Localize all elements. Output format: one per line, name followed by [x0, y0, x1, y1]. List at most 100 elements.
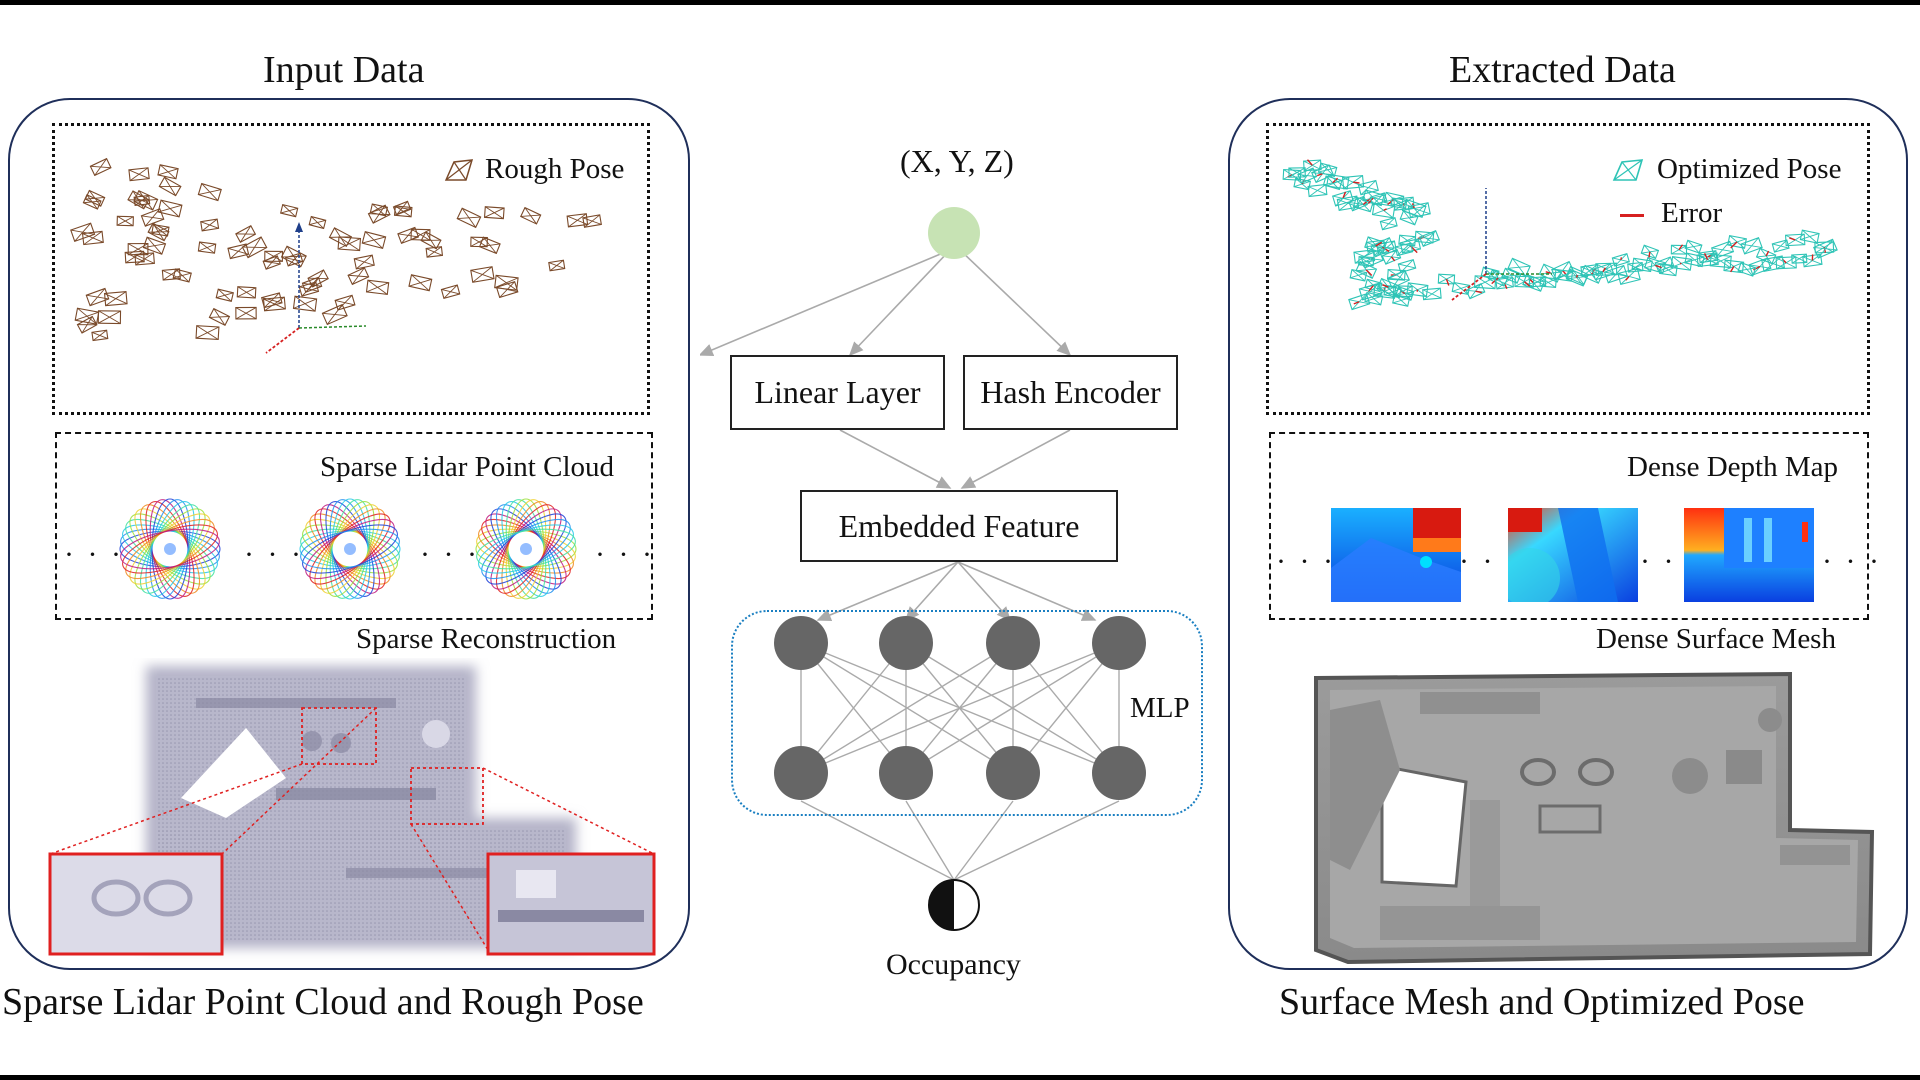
depth-ellipsis-2: · · · — [1459, 545, 1519, 578]
rough-pose-camera — [334, 294, 356, 311]
optimized-pose-label: Optimized Pose — [1657, 153, 1842, 185]
optimized-pose-camera — [1775, 256, 1797, 270]
error-segment — [1383, 208, 1387, 212]
rough-pose-camera — [133, 194, 151, 207]
rough-pose-camera — [582, 214, 602, 228]
optimized-pose-camera — [1317, 162, 1338, 178]
error-segment — [1648, 251, 1651, 258]
mlp-connection — [1012, 642, 1120, 774]
error-segment — [1655, 264, 1662, 269]
rough-pose-camera — [70, 222, 96, 242]
error-segment — [1753, 265, 1761, 271]
rough-pose-camera — [85, 287, 110, 307]
rough-pose-camera — [91, 329, 109, 342]
optimized-pose-camera — [1336, 195, 1360, 211]
lidar-ellipsis-2: · · · — [244, 538, 304, 571]
depth-map-box — [1269, 432, 1869, 620]
optimized-pose-camera — [1293, 177, 1311, 191]
mlp-group-box — [731, 610, 1203, 816]
dense-mesh-label: Dense Surface Mesh — [1596, 623, 1836, 655]
optimized-pose-camera — [1348, 293, 1371, 311]
mlp-label: MLP — [1130, 692, 1190, 724]
error-segment — [1602, 267, 1607, 273]
depth-ellipsis-4: · · · — [1822, 545, 1882, 578]
rough-pose-camera — [470, 266, 495, 283]
sparse-reconstruction-image — [48, 666, 656, 956]
rough-pose-camera — [195, 325, 220, 341]
rough-pose-camera — [116, 215, 134, 227]
rough-pose-camera — [227, 243, 250, 260]
rough-pose-label: Rough Pose — [485, 153, 625, 185]
error-segment — [1765, 250, 1770, 257]
lidar-ring — [476, 528, 576, 570]
rough-pose-camera — [328, 227, 353, 248]
rough-pose-camera — [235, 225, 257, 244]
extracted-data-panel — [1228, 98, 1908, 970]
rough-pose-camera — [161, 268, 181, 281]
occupancy-label: Occupancy — [886, 948, 1021, 981]
optimized-pose-camera — [1393, 285, 1413, 298]
mlp-connection — [905, 642, 1120, 774]
optimized-pose-camera — [1418, 230, 1441, 247]
rough-pose-camera — [262, 296, 286, 312]
optimized-pose-camera — [1357, 179, 1379, 196]
rough-pose-camera — [425, 246, 444, 258]
lidar-center — [520, 543, 532, 555]
left-panel-caption: Sparse Lidar Point Cloud and Rough Pose — [2, 981, 644, 1023]
optimized-pose-camera — [1307, 183, 1328, 198]
rough-pose-camera — [208, 307, 231, 327]
rough-pose-camera — [440, 284, 461, 300]
error-legend-line — [1620, 214, 1644, 217]
optimized-pose-camera — [1394, 242, 1414, 257]
rough-pose-camera — [470, 236, 488, 248]
optimized-pose-box — [1266, 123, 1870, 415]
rough-pose-camera — [158, 176, 182, 197]
rough-pose-camera — [337, 236, 362, 252]
rough-pose-camera — [142, 236, 167, 255]
lidar-ellipsis-1: · · · — [64, 538, 124, 571]
rough-pose-camera — [301, 276, 323, 293]
optimized-pose-camera — [1640, 244, 1660, 260]
optimized-pose-camera — [1737, 262, 1757, 277]
bottom-border-bar — [0, 1075, 1920, 1080]
rough-pose-camera — [367, 204, 391, 224]
error-segment — [1287, 174, 1293, 178]
error-segment — [1620, 257, 1623, 261]
rough-pose-camera — [478, 236, 501, 255]
error-segment — [1400, 290, 1406, 295]
error-segment — [1306, 159, 1313, 166]
axis-y — [298, 325, 367, 329]
mlp-node-l2-3 — [986, 746, 1040, 800]
optimized-pose-camera — [1580, 264, 1600, 277]
rough-pose-camera — [456, 207, 482, 229]
right-panel-caption: Surface Mesh and Optimized Pose — [1279, 981, 1805, 1023]
error-segment — [1387, 198, 1395, 206]
error-segment — [1382, 246, 1390, 253]
depth-map-2 — [1508, 508, 1638, 602]
lidar-ring — [120, 528, 220, 570]
rough-pose-camera — [74, 307, 100, 325]
lidar-scan-3 — [475, 498, 577, 600]
error-segment — [1342, 191, 1347, 199]
lidar-center — [344, 543, 356, 555]
optimized-pose-camera — [1507, 257, 1531, 277]
mlp-connection — [800, 642, 1014, 774]
lidar-label: Sparse Lidar Point Cloud — [320, 451, 615, 483]
occupancy-node — [928, 879, 980, 931]
optimized-pose-camera — [1379, 217, 1398, 231]
rough-pose-camera — [84, 189, 106, 207]
rough-pose-camera — [284, 252, 304, 267]
error-segment — [1562, 270, 1567, 276]
lidar-scan-1 — [119, 498, 221, 600]
error-segment — [1475, 290, 1482, 294]
mlp-node-l2-1 — [774, 746, 828, 800]
rough-pose-camera — [483, 206, 505, 220]
mlp-connection — [800, 642, 907, 774]
optimized-pose-camera — [1684, 239, 1703, 254]
axis-x — [265, 327, 300, 354]
optimized-pose-camera — [1528, 276, 1547, 288]
optimized-pose-camera — [1670, 244, 1688, 255]
rough-pose-camera — [140, 208, 165, 227]
hash-encoder-box: Hash Encoder — [963, 355, 1178, 430]
rough-pose-camera — [157, 199, 183, 218]
